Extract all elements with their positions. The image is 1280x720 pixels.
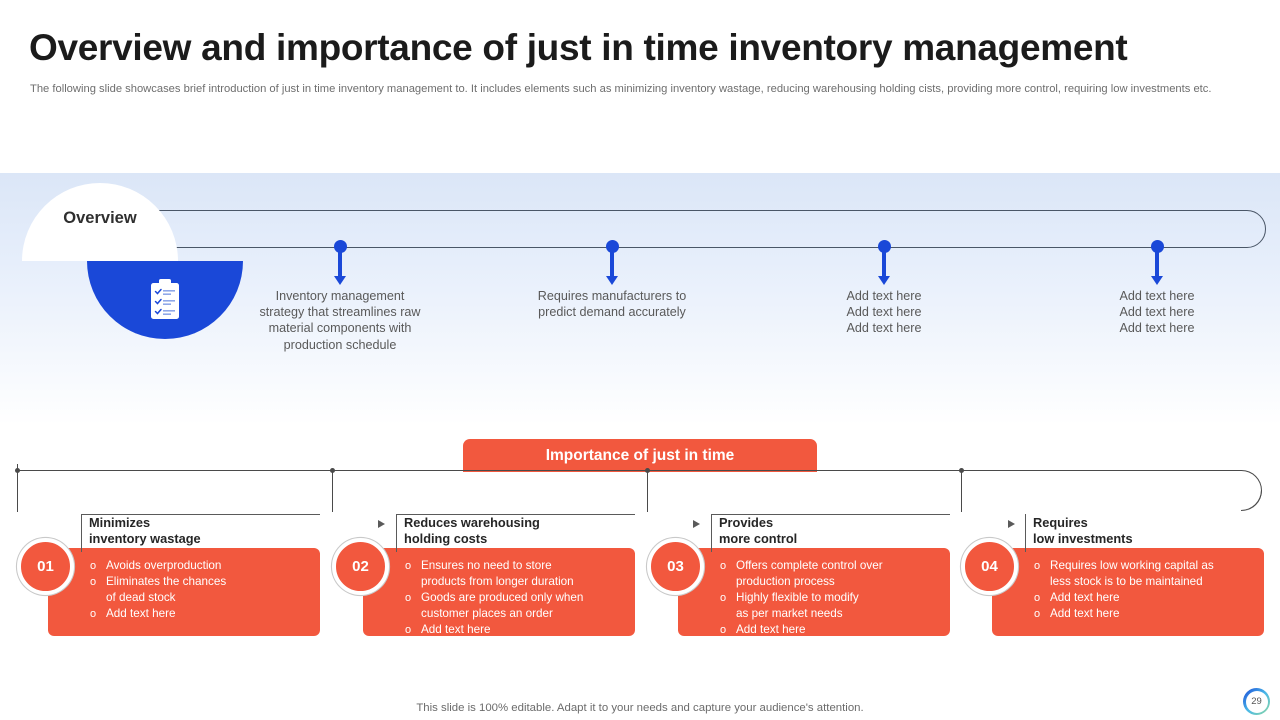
timeline-dot xyxy=(1150,239,1164,253)
importance-banner: Importance of just in time xyxy=(463,439,817,472)
timeline-stem xyxy=(882,248,886,279)
card-bullet-list: Avoids overproduction Eliminates the cha… xyxy=(90,558,318,622)
arrow-right-icon xyxy=(378,520,385,528)
page-subtitle: The following slide showcases brief intr… xyxy=(30,83,1212,95)
importance-card-3[interactable]: Provides more control 03 Offers complete… xyxy=(647,505,1015,645)
card-title: Reduces warehousing holding costs xyxy=(404,515,540,546)
list-item: Highly flexible to modify as per market … xyxy=(720,590,948,622)
arrow-down-icon xyxy=(1151,276,1163,285)
timeline-text-4: Add text here Add text here Add text her… xyxy=(1119,289,1195,336)
card-head-connector xyxy=(81,514,385,552)
footer-note: This slide is 100% editable. Adapt it to… xyxy=(416,702,864,714)
timeline-text-3: Add text here Add text here Add text her… xyxy=(846,289,922,336)
arrow-down-icon xyxy=(606,276,618,285)
list-item: Eliminates the chances of dead stock xyxy=(90,574,318,606)
timeline-track xyxy=(128,210,1266,248)
card-title: Provides more control xyxy=(719,515,798,546)
page-title: Overview and importance of just in time … xyxy=(29,27,1128,68)
timeline-dot xyxy=(605,239,619,253)
bracket-tick-1 xyxy=(17,470,19,512)
arrow-right-icon xyxy=(1008,520,1015,528)
importance-banner-label: Importance of just in time xyxy=(545,446,735,464)
list-item: Goods are produced only when customer pl… xyxy=(405,590,633,622)
card-head-connector xyxy=(396,514,700,552)
card-bullet-list: Offers complete control over production … xyxy=(720,558,948,639)
overview-label: Overview xyxy=(63,209,137,227)
list-item: Add text here xyxy=(1034,590,1262,606)
bracket-tick-3 xyxy=(647,470,649,512)
timeline-stem xyxy=(338,248,342,279)
bracket-tick-2 xyxy=(332,470,334,512)
arrow-down-icon xyxy=(878,276,890,285)
list-item: Add text here xyxy=(90,606,318,622)
importance-card-4[interactable]: Requires low investments 04 Requires low… xyxy=(961,505,1264,645)
timeline-dot xyxy=(333,239,347,253)
list-item: Add text here xyxy=(405,622,633,638)
timeline-stem xyxy=(610,248,614,279)
card-number-badge: 04 xyxy=(961,538,1018,595)
importance-card-1[interactable]: Minimizes inventory wastage 01 Avoids ov… xyxy=(17,505,385,645)
clipboard-checklist-icon xyxy=(149,279,181,321)
list-item: Add text here xyxy=(720,622,948,638)
card-number-badge: 01 xyxy=(17,538,74,595)
card-bullet-list: Ensures no need to store products from l… xyxy=(405,558,633,639)
timeline-stem xyxy=(1155,248,1159,279)
card-title: Requires low investments xyxy=(1033,515,1133,546)
timeline-dot xyxy=(877,239,891,253)
timeline-text-1: Inventory management strategy that strea… xyxy=(259,289,421,352)
importance-card-2[interactable]: Reduces warehousing holding costs 02 Ens… xyxy=(332,505,700,645)
card-head-connector xyxy=(711,514,1015,552)
page-number-value: 29 xyxy=(1245,690,1268,713)
list-item: Requires low working capital as less sto… xyxy=(1034,558,1262,590)
page-number-badge: 29 xyxy=(1243,688,1270,715)
card-number-badge: 03 xyxy=(647,538,704,595)
card-head-connector xyxy=(1025,514,1264,552)
card-title: Minimizes inventory wastage xyxy=(89,515,201,546)
timeline-text-2: Requires manufacturers to predict demand… xyxy=(537,289,687,320)
arrow-right-icon xyxy=(693,520,700,528)
bracket-tick-4 xyxy=(961,470,963,512)
card-bullet-list: Requires low working capital as less sto… xyxy=(1034,558,1262,622)
list-item: Add text here xyxy=(1034,606,1262,622)
list-item: Ensures no need to store products from l… xyxy=(405,558,633,590)
arrow-down-icon xyxy=(334,276,346,285)
card-number-badge: 02 xyxy=(332,538,389,595)
list-item: Avoids overproduction xyxy=(90,558,318,574)
list-item: Offers complete control over production … xyxy=(720,558,948,590)
